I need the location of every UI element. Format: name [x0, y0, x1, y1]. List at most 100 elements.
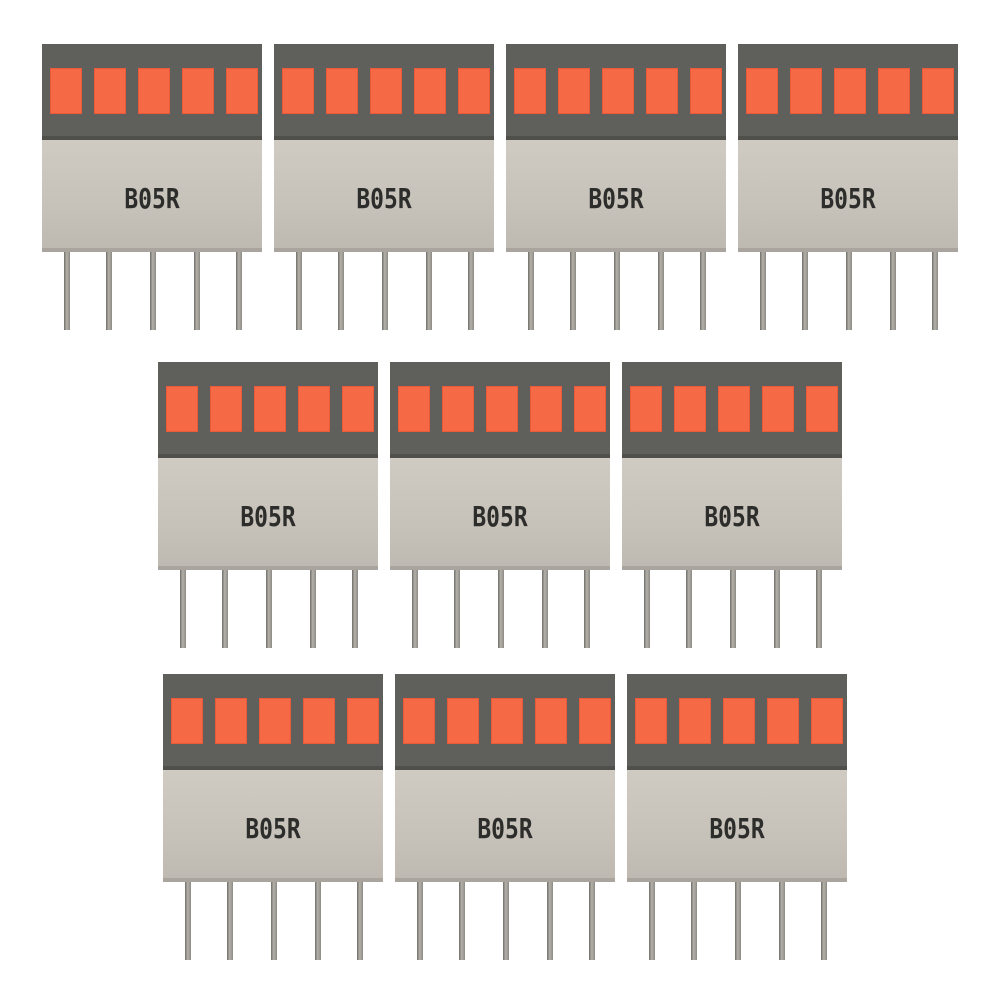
led-segment: [646, 68, 678, 114]
module-pin: [236, 252, 242, 330]
led-segment: [679, 698, 711, 744]
part-marking: B05R: [472, 500, 528, 533]
module-pin: [589, 882, 595, 960]
module-top-housing: [506, 44, 726, 140]
module-pin: [686, 570, 692, 648]
led-segment: [690, 68, 722, 114]
module-pin: [296, 252, 302, 330]
led-segments: [630, 386, 838, 432]
led-segment: [303, 698, 335, 744]
led-segment: [579, 698, 611, 744]
led-segment: [922, 68, 954, 114]
led-bar-module: B05R: [627, 674, 847, 962]
led-segment: [767, 698, 799, 744]
module-top-housing: [738, 44, 958, 140]
led-segment: [347, 698, 379, 744]
led-segment: [630, 386, 662, 432]
module-pin: [821, 882, 827, 960]
module-pin: [774, 570, 780, 648]
module-pin: [700, 252, 706, 330]
module-pin: [310, 570, 316, 648]
module-pin: [412, 570, 418, 648]
module-pin: [180, 570, 186, 648]
module-top-housing: [274, 44, 494, 140]
led-segment: [491, 698, 523, 744]
module-pin: [730, 570, 736, 648]
module-pin: [890, 252, 896, 330]
module-pin: [227, 882, 233, 960]
led-segment: [342, 386, 374, 432]
led-segment: [414, 68, 446, 114]
module-pin: [106, 252, 112, 330]
led-segments: [403, 698, 611, 744]
module-pin: [454, 570, 460, 648]
led-segments: [171, 698, 379, 744]
led-segment: [458, 68, 490, 114]
led-segment: [282, 68, 314, 114]
led-segment: [718, 386, 750, 432]
part-marking: B05R: [124, 182, 180, 215]
module-pin: [644, 570, 650, 648]
led-bar-module: B05R: [395, 674, 615, 962]
module-pin: [498, 570, 504, 648]
module-pin: [417, 882, 423, 960]
led-segments: [398, 386, 606, 432]
module-pin: [357, 882, 363, 960]
module-pin: [338, 252, 344, 330]
led-segment: [535, 698, 567, 744]
led-bar-module: B05R: [42, 44, 262, 332]
led-segments: [50, 68, 258, 114]
module-pin: [691, 882, 697, 960]
module-pin: [459, 882, 465, 960]
part-marking: B05R: [356, 182, 412, 215]
module-pin: [846, 252, 852, 330]
module-top-housing: [158, 362, 378, 458]
module-top-housing: [390, 362, 610, 458]
module-pin: [584, 570, 590, 648]
part-marking: B05R: [588, 182, 644, 215]
module-pin: [315, 882, 321, 960]
led-segments: [514, 68, 722, 114]
led-segment: [447, 698, 479, 744]
led-segment: [370, 68, 402, 114]
module-pin: [468, 252, 474, 330]
module-pin: [760, 252, 766, 330]
led-segment: [94, 68, 126, 114]
led-bar-module: B05R: [274, 44, 494, 332]
led-segments: [635, 698, 843, 744]
part-marking: B05R: [820, 182, 876, 215]
part-marking: B05R: [477, 812, 533, 845]
part-marking: B05R: [240, 500, 296, 533]
module-pin: [194, 252, 200, 330]
led-segment: [254, 386, 286, 432]
module-body: [163, 770, 383, 882]
module-pin: [735, 882, 741, 960]
led-segment: [182, 68, 214, 114]
led-segment: [486, 386, 518, 432]
module-pin: [150, 252, 156, 330]
module-body: [390, 458, 610, 570]
led-segment: [226, 68, 258, 114]
module-pin: [570, 252, 576, 330]
led-segments: [166, 386, 374, 432]
module-body: [738, 140, 958, 252]
led-segment: [811, 698, 843, 744]
module-pin: [542, 570, 548, 648]
module-pin: [503, 882, 509, 960]
led-bar-module: B05R: [622, 362, 842, 650]
led-segment: [442, 386, 474, 432]
module-top-housing: [163, 674, 383, 770]
led-segment: [138, 68, 170, 114]
module-pin: [222, 570, 228, 648]
module-pin: [779, 882, 785, 960]
led-segment: [298, 386, 330, 432]
led-segment: [326, 68, 358, 114]
module-pin: [426, 252, 432, 330]
led-segment: [50, 68, 82, 114]
module-pin: [658, 252, 664, 330]
led-bar-module: B05R: [738, 44, 958, 332]
led-segments: [282, 68, 490, 114]
led-segment: [210, 386, 242, 432]
module-pin: [802, 252, 808, 330]
